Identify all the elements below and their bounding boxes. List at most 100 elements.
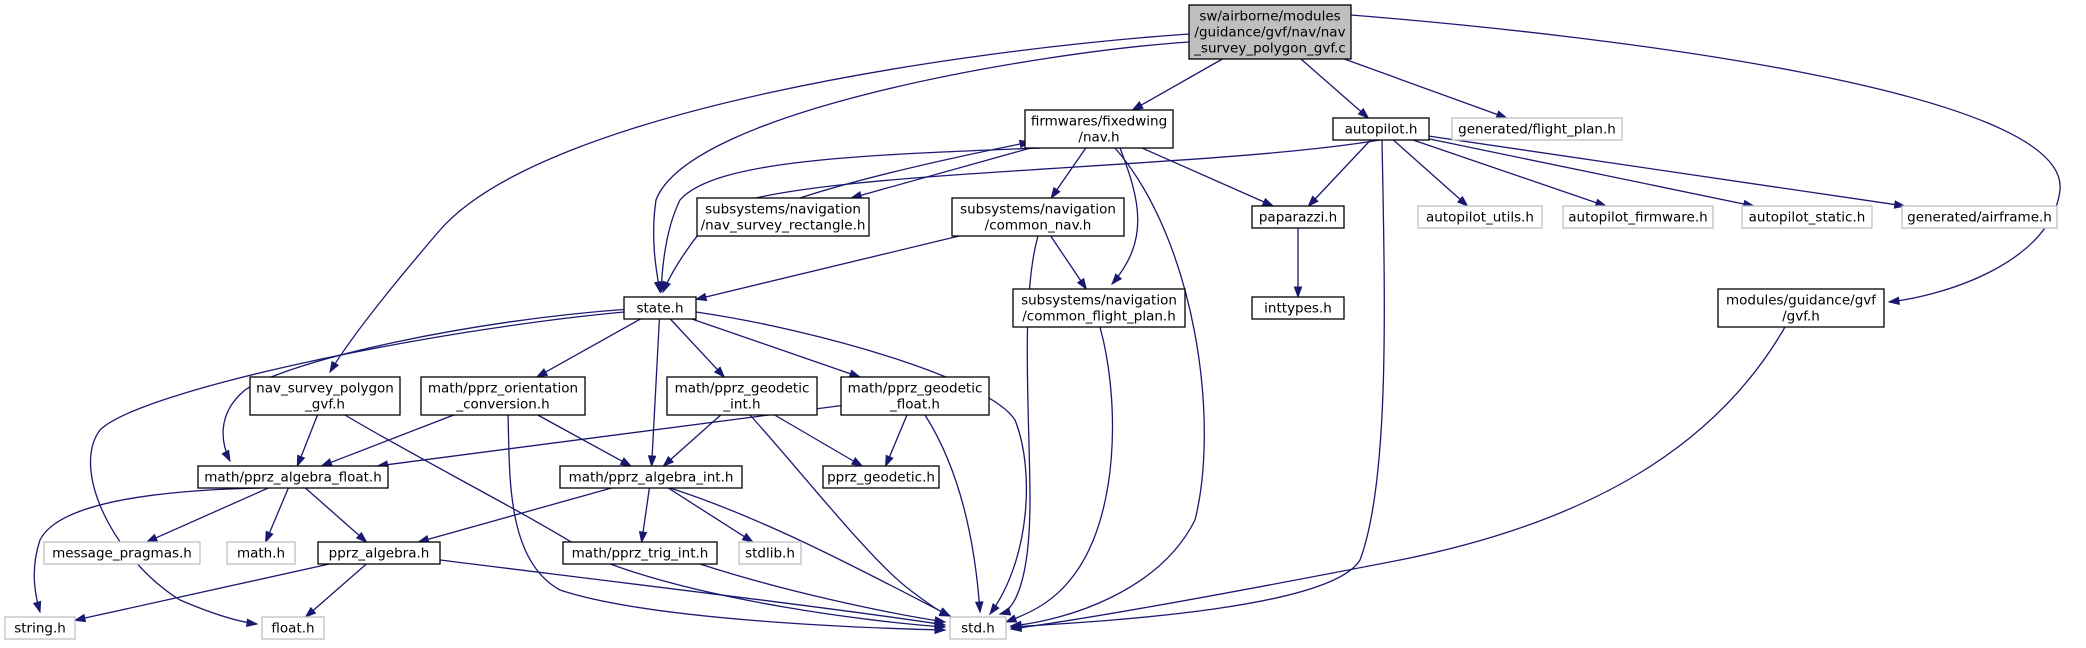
node-box — [949, 616, 1007, 640]
edge-line — [695, 311, 1028, 615]
arrowhead-icon — [741, 532, 755, 543]
node-box — [822, 465, 940, 489]
node-orientation-conv[interactable]: math/pprz_orientation_conversion.h — [420, 376, 586, 416]
edge-autopilot-to-autopilot_utils — [1392, 139, 1469, 207]
node-airframe[interactable]: generated/airframe.h — [1901, 205, 2058, 229]
node-std[interactable]: std.h — [949, 616, 1007, 640]
node-paparazzi[interactable]: paparazzi.h — [1251, 205, 1345, 229]
arrowhead-icon — [694, 292, 708, 302]
node-box — [1717, 288, 1885, 328]
arrowhead-icon — [246, 618, 259, 628]
edge-autopilot-to-autopilot_firmware — [1412, 139, 1608, 207]
edge-line — [1412, 139, 1598, 204]
node-message-pragmas[interactable]: message_pragmas.h — [43, 541, 201, 565]
edge-line — [1350, 14, 2061, 303]
node-string[interactable]: string.h — [4, 616, 76, 640]
arrowhead-icon — [850, 457, 864, 467]
arrowhead-icon — [885, 454, 894, 468]
node-label-line: /common_flight_plan.h — [1022, 309, 1176, 325]
node-common-nav[interactable]: subsystems/navigation/common_nav.h — [951, 197, 1125, 237]
edge-fixedwing_nav-to-common_flight_plan — [1111, 147, 1139, 286]
node-box — [43, 541, 201, 565]
arrowhead-icon — [355, 531, 368, 543]
node-stdlib[interactable]: stdlib.h — [738, 541, 802, 565]
arrowhead-icon — [938, 607, 952, 617]
edge-line — [537, 414, 624, 463]
node-label-line: string.h — [14, 621, 66, 637]
node-label-line: stdlib.h — [745, 546, 795, 562]
edge-algebra_int-to-pprz_algebra — [416, 487, 612, 544]
edge-orientation_conv-to-algebra_int — [537, 414, 633, 467]
edge-algebra_float-to-pprz_algebra — [304, 487, 368, 543]
node-state[interactable]: state.h — [623, 296, 697, 320]
node-box — [1741, 205, 1873, 229]
node-autopilot[interactable]: autopilot.h — [1332, 117, 1430, 141]
node-box — [4, 616, 76, 640]
arrowhead-icon — [662, 280, 671, 294]
node-pprz-geodetic[interactable]: pprz_geodetic.h — [822, 465, 940, 489]
node-autopilot-static[interactable]: autopilot_static.h — [1741, 205, 1873, 229]
node-gvf[interactable]: modules/guidance/gvf/gvf.h — [1717, 288, 1885, 328]
node-box — [1562, 205, 1714, 229]
edge-fixedwing_nav-to-common_nav — [1050, 147, 1087, 200]
edge-state-to-orientation_conv — [535, 318, 641, 378]
node-float[interactable]: float.h — [261, 616, 325, 640]
node-algebra-float[interactable]: math/pprz_algebra_float.h — [197, 465, 389, 489]
edge-root-to-gvf — [1350, 14, 2061, 306]
arrowhead-icon — [221, 449, 231, 463]
node-label-line: subsystems/navigation — [1021, 293, 1177, 309]
node-algebra-int[interactable]: math/pprz_algebra_int.h — [559, 465, 743, 489]
node-box — [666, 376, 818, 416]
node-box — [1188, 4, 1352, 60]
node-label-line: /gvf.h — [1782, 309, 1820, 325]
node-label-line: std.h — [961, 621, 995, 637]
node-nav-survey-polygon-gvf[interactable]: nav_survey_polygon_gvf.h — [249, 376, 401, 416]
node-fixedwing-nav[interactable]: firmwares/fixedwing/nav.h — [1024, 109, 1174, 149]
node-label-line: /guidance/gvf/nav/nav — [1194, 25, 1345, 41]
edge-line — [653, 41, 1190, 293]
edge-line — [669, 318, 719, 371]
edge-line — [1141, 147, 1266, 203]
node-pprz-algebra[interactable]: pprz_algebra.h — [317, 541, 441, 565]
node-trig-int[interactable]: math/pprz_trig_int.h — [562, 541, 718, 565]
edge-state-to-algebra_float — [221, 308, 631, 463]
node-box — [951, 197, 1125, 237]
edge-line — [1111, 147, 1139, 285]
node-geodetic-int[interactable]: math/pprz_geodetic_int.h — [666, 376, 818, 416]
node-box — [1451, 117, 1623, 141]
node-flight-plan[interactable]: generated/flight_plan.h — [1451, 117, 1623, 141]
node-nav-survey-rect[interactable]: subsystems/navigation/nav_survey_rectang… — [696, 197, 870, 237]
arrowhead-icon — [662, 455, 675, 467]
arrowhead-icon — [145, 533, 159, 543]
arrowhead-icon — [934, 625, 947, 635]
edge-line — [749, 414, 951, 617]
node-box — [1251, 205, 1345, 229]
node-label-line: _gvf.h — [304, 397, 345, 413]
arrowhead-icon — [1009, 623, 1022, 632]
node-autopilot-utils[interactable]: autopilot_utils.h — [1417, 205, 1543, 229]
edge-line — [704, 235, 960, 298]
node-label-line: /nav_survey_rectangle.h — [701, 218, 866, 234]
edge-line — [311, 563, 367, 612]
edge-line — [439, 559, 946, 626]
node-geodetic-float[interactable]: math/pprz_geodetic_float.h — [840, 376, 990, 416]
edge-nav_survey_rect-to-fixedwing_nav — [799, 139, 1032, 199]
node-label-line: state.h — [636, 301, 683, 317]
node-autopilot-firmware[interactable]: autopilot_firmware.h — [1562, 205, 1714, 229]
node-inttypes[interactable]: inttypes.h — [1251, 296, 1345, 320]
node-label-line: generated/airframe.h — [1907, 210, 2052, 226]
node-common-flight-plan[interactable]: subsystems/navigation/common_flight_plan… — [1012, 288, 1186, 328]
arrowhead-icon — [647, 455, 657, 468]
edge-root-to-autopilot — [1300, 58, 1370, 119]
edge-autopilot-to-autopilot_static — [1428, 138, 1756, 209]
arrowhead-icon — [1261, 197, 1275, 207]
node-label-line: /nav.h — [1078, 130, 1119, 146]
arrowhead-icon — [1131, 101, 1144, 111]
node-box — [1251, 296, 1345, 320]
edge-line — [1010, 139, 1385, 628]
arrowhead-icon — [974, 601, 984, 614]
edge-line — [642, 487, 651, 534]
node-math[interactable]: math.h — [226, 541, 296, 565]
node-label-line: subsystems/navigation — [705, 202, 861, 218]
edge-state-to-std — [695, 311, 1028, 616]
